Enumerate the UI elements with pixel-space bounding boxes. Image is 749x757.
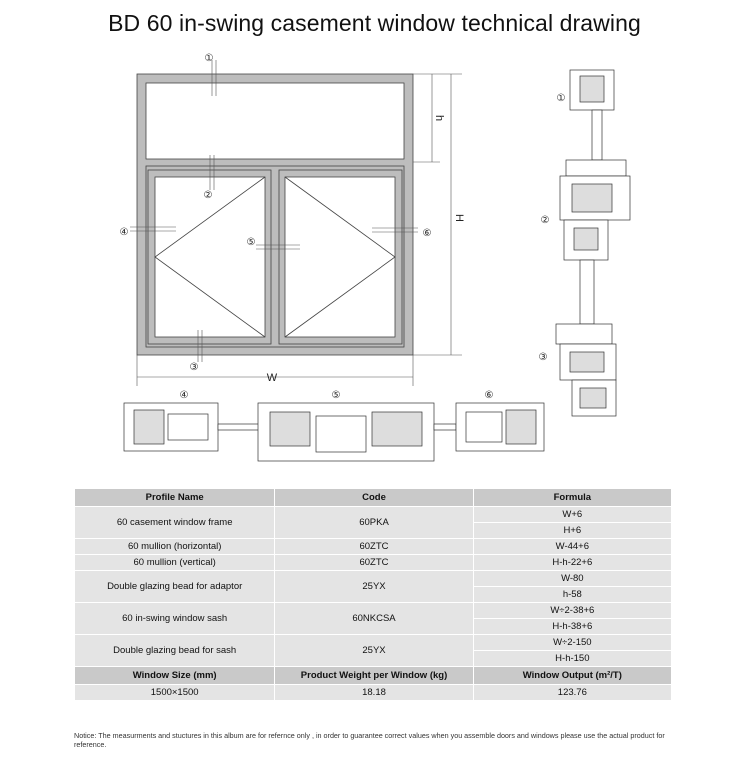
marker-5: ⑤ — [247, 237, 256, 248]
profile-name: 60 in-swing window sash — [73, 602, 276, 635]
profile-formula: H-h-22+6 — [472, 554, 673, 571]
profile-formula: W-80 — [472, 570, 673, 587]
window-size-value: 1500×1500 — [73, 684, 276, 701]
header-window-size: Window Size (mm) — [73, 666, 276, 685]
window-output-value: 123.76 — [472, 684, 673, 701]
section-marker-2: ② — [541, 215, 550, 226]
vertical-section-profile — [555, 69, 631, 417]
table-row: 60 mullion (horizontal) 60ZTC W-44+6 — [73, 538, 673, 555]
profile-name: 60 mullion (vertical) — [73, 554, 276, 571]
marker-4: ④ — [120, 227, 129, 238]
table-row: H+6 — [75, 522, 673, 539]
profile-formula: H-h-38+6 — [472, 618, 673, 635]
profile-formula: H+6 — [472, 522, 673, 539]
profile-code: 25YX — [274, 634, 474, 667]
profile-formula: W-44+6 — [472, 538, 673, 555]
profile-code: 25YX — [274, 570, 474, 603]
summary-header-row: Window Size (mm) Product Weight per Wind… — [73, 666, 673, 685]
marker-6: ⑥ — [423, 228, 432, 239]
profile-code: 60PKA — [274, 506, 474, 539]
top-fixed-pane — [145, 82, 405, 160]
profile-formula: W+6 — [472, 506, 673, 523]
profile-code: 60ZTC — [274, 554, 474, 571]
horizontal-section-profiles — [123, 402, 545, 462]
table-row: Double glazing bead for sash 25YX W÷2-15… — [73, 634, 673, 667]
product-weight-value: 18.18 — [274, 684, 474, 701]
section-marker-5: ⑤ — [332, 390, 341, 401]
table-row: 60 casement window frame 60PKA W+6 — [73, 506, 673, 539]
profile-code: 60ZTC — [274, 538, 474, 555]
profile-code: 60NKCSA — [274, 602, 474, 635]
profile-name: Double glazing bead for sash — [73, 634, 276, 667]
table-row: H-h-38+6 — [75, 618, 673, 635]
marker-2: ② — [204, 190, 213, 201]
marker-3: ③ — [190, 362, 199, 373]
profile-table: Profile Name Code Formula 60 casement wi… — [73, 488, 673, 701]
page-title: BD 60 in-swing casement window technical… — [108, 10, 641, 36]
table-row: 60 in-swing window sash 60NKCSA W÷2-38+6 — [73, 602, 673, 635]
dim-W-label: W — [267, 372, 278, 384]
section-marker-3: ③ — [539, 352, 548, 363]
dim-H-label: H — [453, 214, 465, 222]
header-window-output: Window Output (m²/T) — [472, 666, 673, 685]
table-row: 60 mullion (vertical) 60ZTC H-h-22+6 — [73, 554, 673, 571]
notice-text: Notice: The measurments and stuctures in… — [74, 731, 665, 749]
profile-formula: W÷2-38+6 — [472, 602, 673, 619]
section-marker-1: ① — [557, 93, 566, 104]
table-row: H-h-150 — [75, 650, 673, 667]
section-marker-6: ⑥ — [485, 390, 494, 401]
profile-name: 60 casement window frame — [73, 506, 276, 539]
profile-name: Double glazing bead for adaptor — [73, 570, 276, 603]
profile-formula: h-58 — [472, 586, 673, 603]
header-product-weight: Product Weight per Window (kg) — [274, 666, 474, 685]
header-formula: Formula — [472, 488, 673, 507]
summary-row: 1500×1500 18.18 123.76 — [73, 684, 673, 701]
header-profile-name: Profile Name — [73, 488, 276, 507]
profile-formula: H-h-150 — [472, 650, 673, 667]
table-row: Double glazing bead for adaptor 25YX W-8… — [73, 570, 673, 603]
table-header-row: Profile Name Code Formula — [73, 488, 673, 507]
header-code: Code — [274, 488, 474, 507]
profile-name: 60 mullion (horizontal) — [73, 538, 276, 555]
profile-formula: W÷2-150 — [472, 634, 673, 651]
marker-1: ① — [205, 53, 214, 64]
dim-h-label: h — [433, 115, 445, 121]
section-marker-4: ④ — [180, 390, 189, 401]
